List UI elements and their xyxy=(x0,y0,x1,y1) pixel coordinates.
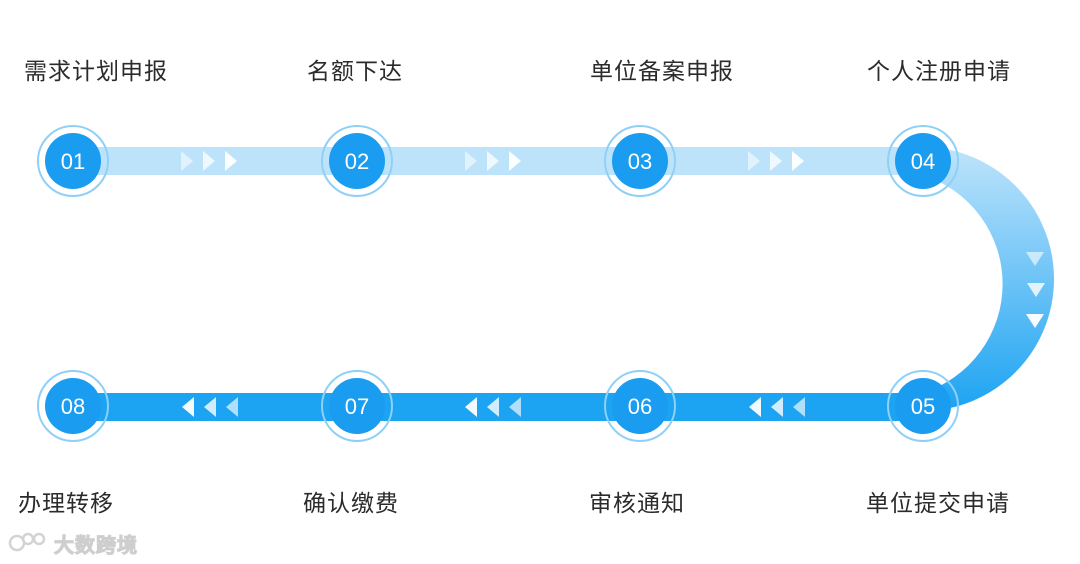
step-label-05: 单位提交申请 xyxy=(866,491,1010,517)
node-number: 01 xyxy=(61,149,85,174)
node-number: 08 xyxy=(61,394,85,419)
node-number: 05 xyxy=(911,394,935,419)
watermark: 大数跨境 xyxy=(8,528,138,558)
node-number: 04 xyxy=(911,149,935,174)
node-number: 07 xyxy=(345,394,369,419)
node-08: 08 xyxy=(37,370,109,442)
turn-chevrons xyxy=(1026,252,1045,328)
turn-track xyxy=(922,147,1054,411)
step-label-02: 名额下达 xyxy=(307,59,403,85)
watermark-logo-icon xyxy=(8,532,46,552)
chevron-right-group-2 xyxy=(465,151,521,171)
node-number: 03 xyxy=(628,149,652,174)
node-number: 02 xyxy=(345,149,369,174)
node-number: 06 xyxy=(628,394,652,419)
chevron-left-group-1 xyxy=(182,397,238,417)
node-06: 06 xyxy=(604,370,676,442)
node-07: 07 xyxy=(321,370,393,442)
node-04: 04 xyxy=(887,125,959,197)
node-03: 03 xyxy=(604,125,676,197)
step-label-03: 单位备案申报 xyxy=(590,59,734,85)
step-label-08: 办理转移 xyxy=(18,491,114,517)
node-02: 02 xyxy=(321,125,393,197)
step-label-01: 需求计划申报 xyxy=(24,59,168,85)
step-label-07: 确认缴费 xyxy=(303,491,399,517)
chevron-left-group-3 xyxy=(749,397,805,417)
watermark-text: 大数跨境 xyxy=(54,532,138,557)
step-label-04: 个人注册申请 xyxy=(867,59,1011,85)
node-05: 05 xyxy=(887,370,959,442)
chevron-right-group-1 xyxy=(181,151,237,171)
top-chevrons xyxy=(181,151,804,171)
chevron-left-group-2 xyxy=(465,397,521,417)
step-label-06: 审核通知 xyxy=(589,491,685,517)
bottom-chevrons xyxy=(182,397,805,417)
chevron-right-group-3 xyxy=(748,151,804,171)
node-01: 01 xyxy=(37,125,109,197)
